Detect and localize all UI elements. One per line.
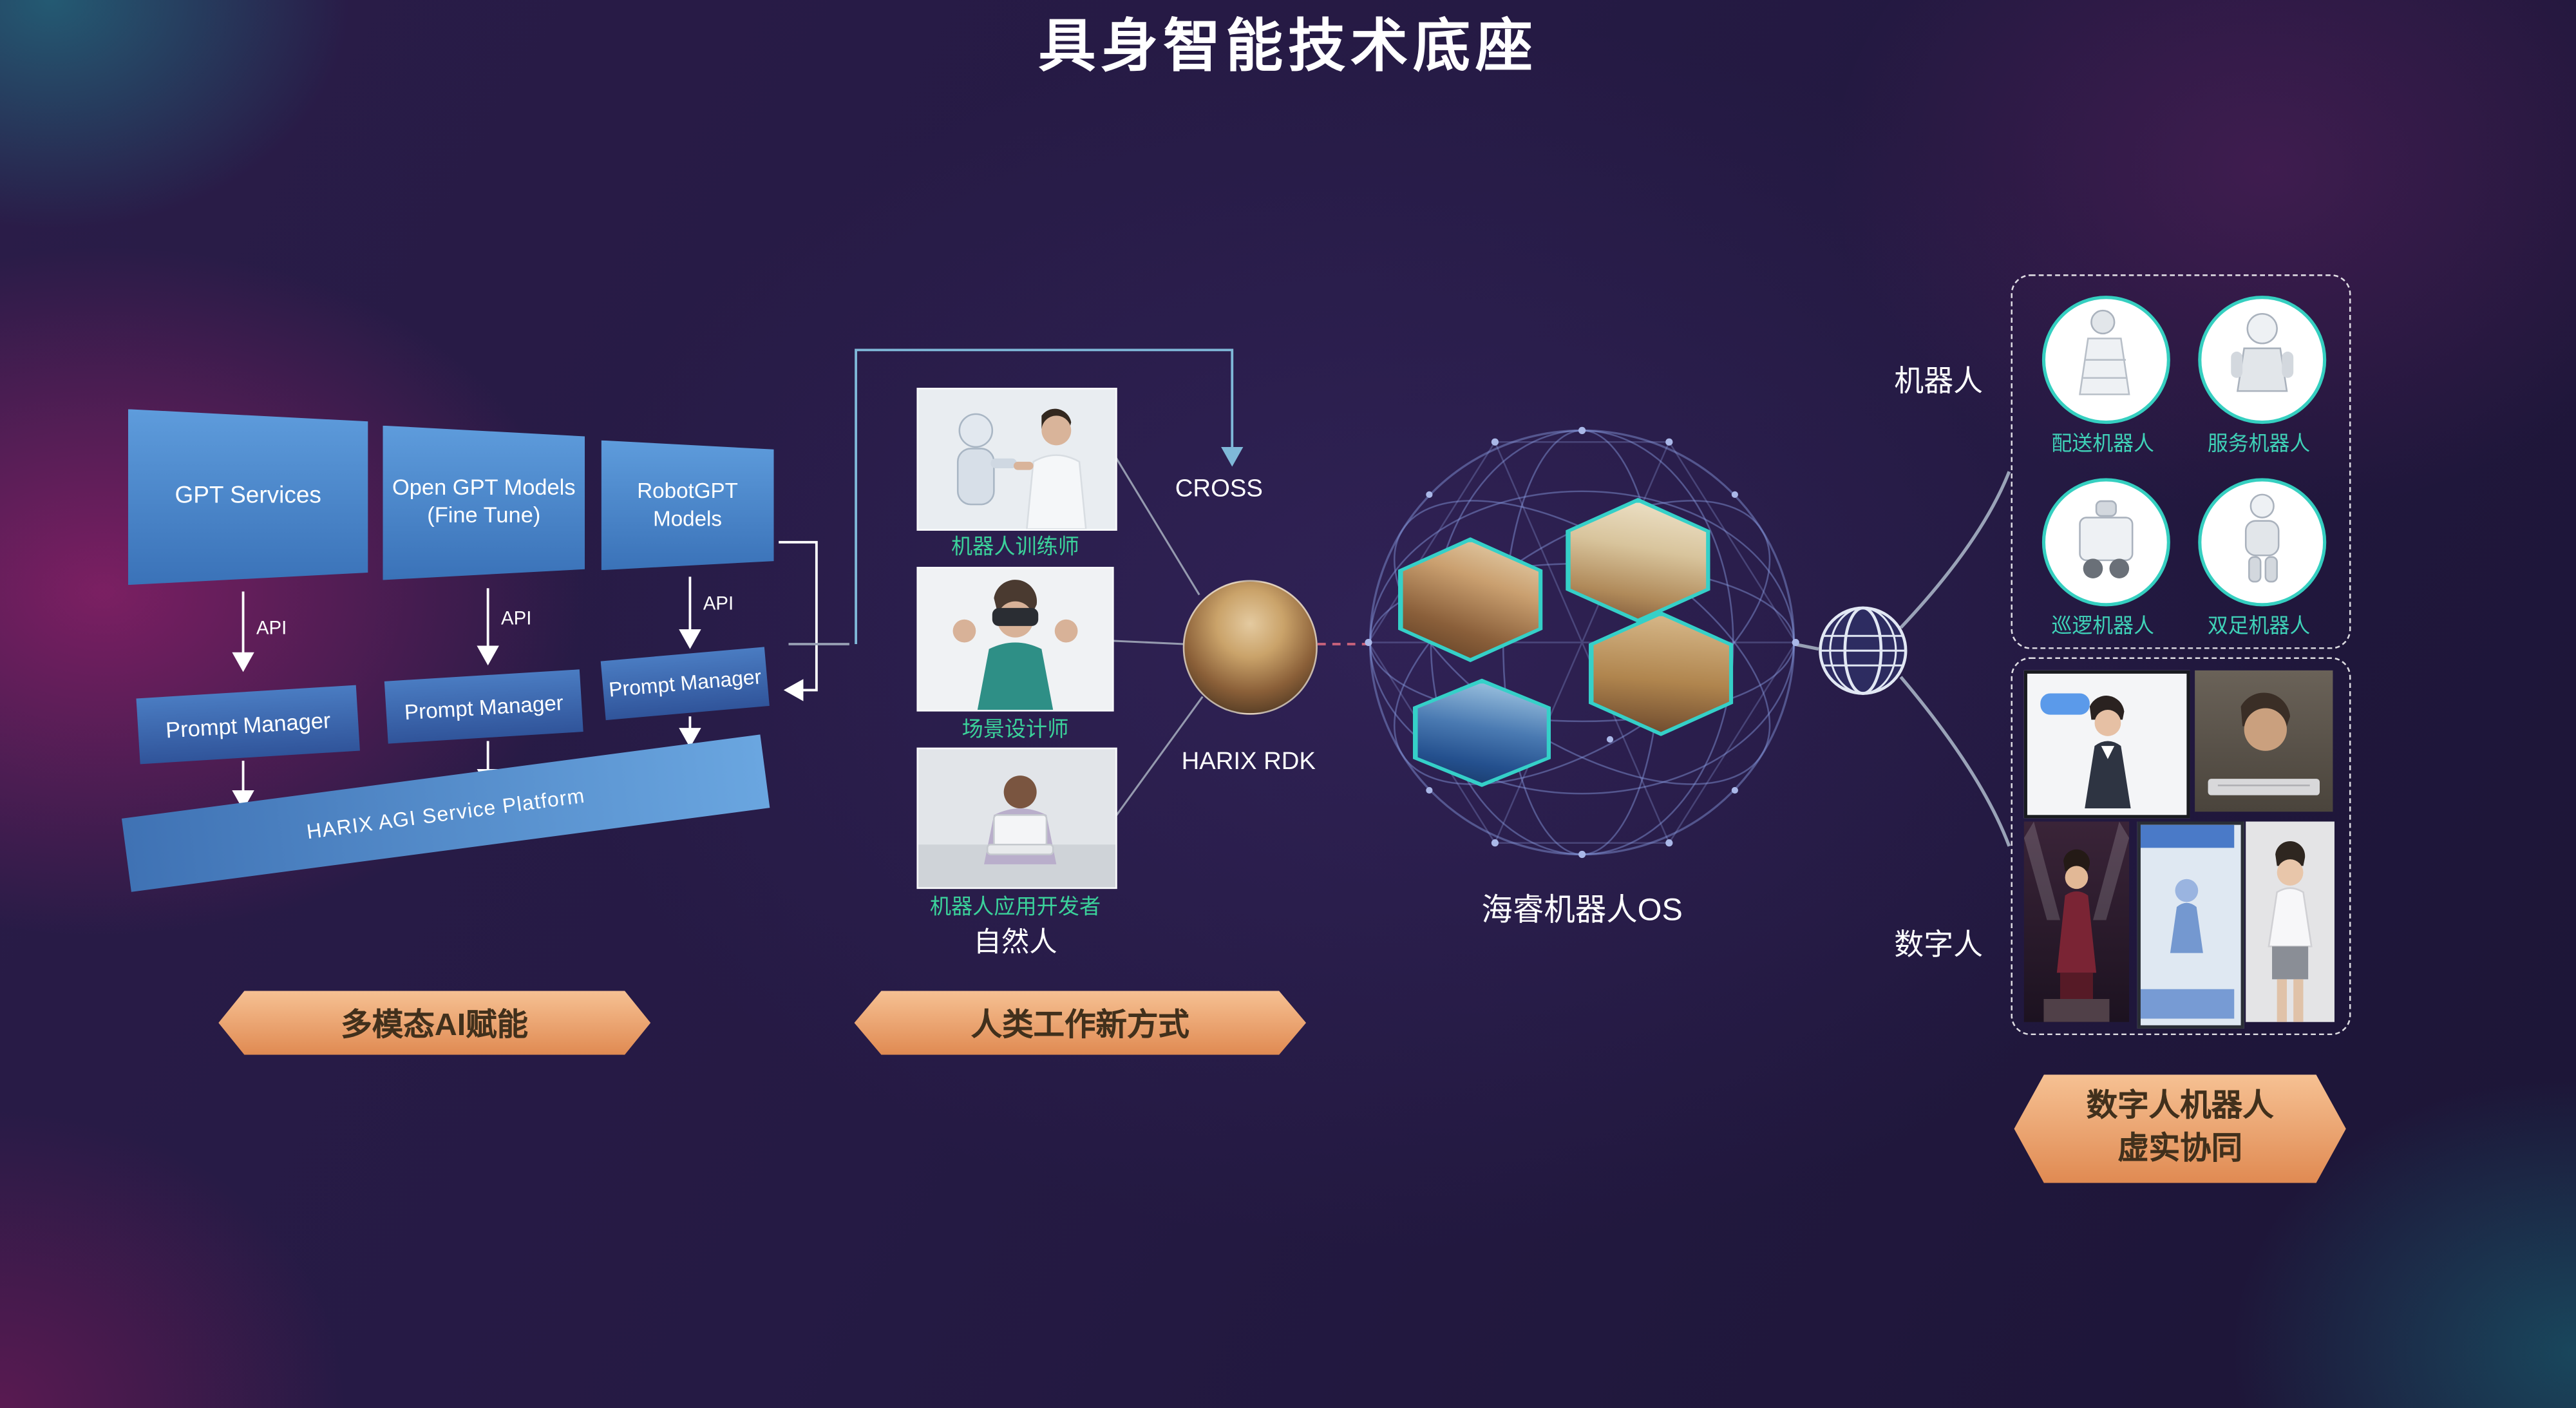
robot-caption-delivery: 配送机器人 (2051, 432, 2154, 455)
banner-new-work-style: 人类工作新方式 (854, 991, 1307, 1055)
robot-caption-biped: 双足机器人 (2207, 614, 2311, 638)
digital-human-hostess-image (2023, 821, 2130, 1022)
prompt-manager-label-1: Prompt Manager (165, 707, 332, 742)
photo-app-developer (916, 747, 1117, 890)
robotgpt-models-box: RobotGPT Models (601, 440, 774, 571)
photo-scene-designer (916, 567, 1114, 712)
harix-os-label: 海睿机器人OS (1481, 893, 1683, 929)
digital-humans-panel (2011, 657, 2351, 1036)
page-title: 具身智能技术底座 (1038, 14, 1538, 79)
harix-rdk-label: HARIX RDK (1181, 747, 1316, 776)
scene-designer-illustration (918, 568, 1113, 710)
open-gpt-models-label: Open GPT Models (Fine Tune) (392, 475, 576, 528)
delivery-robot-icon (2041, 296, 2170, 424)
patrol-robot-icon (2041, 478, 2170, 607)
robotgpt-models-label: RobotGPT Models (637, 478, 738, 530)
banner-virtual-real-collaboration-label: 数字人机器人 虚实协同 (2086, 1090, 2274, 1167)
banner-new-work-style-label: 人类工作新方式 (971, 1009, 1189, 1043)
photo-robot-trainer (916, 388, 1117, 531)
prompt-manager-label-2: Prompt Manager (403, 689, 564, 724)
harix-agi-platform-label: HARIX AGI Service Platform (305, 783, 587, 843)
robot-caption-service: 服务机器人 (2207, 432, 2311, 455)
network-sphere-icon (1365, 426, 1799, 859)
prompt-manager-box-1: Prompt Manager (136, 685, 360, 765)
open-gpt-models-box: Open GPT Models (Fine Tune) (383, 425, 585, 580)
biped-robot-icon (2198, 478, 2327, 607)
gpt-services-label: GPT Services (175, 484, 321, 510)
natural-human-label: 自然人 (973, 926, 1057, 958)
prompt-manager-box-2: Prompt Manager (384, 669, 583, 744)
globe-icon (1819, 606, 1908, 695)
app-developer-illustration (918, 749, 1116, 888)
digital-human-laptop-image (2195, 670, 2333, 812)
api-label-3: API (703, 595, 734, 615)
photo-caption-robot-trainer: 机器人训练师 (951, 534, 1080, 559)
banner-multimodal-ai-label: 多模态AI赋能 (341, 1009, 529, 1043)
robot-caption-patrol: 巡逻机器人 (2051, 614, 2154, 638)
digital-kiosk-display-image (2137, 821, 2244, 1029)
photo-caption-app-developer: 机器人应用开发者 (929, 893, 1101, 919)
prompt-manager-label-3: Prompt Manager (607, 665, 762, 702)
gpt-services-box: GPT Services (128, 409, 368, 585)
harix-rdk-panorama-icon (1182, 580, 1318, 715)
banner-multimodal-ai: 多模态AI赋能 (218, 991, 651, 1055)
banner-virtual-real-collaboration: 数字人机器人 虚实协同 (2014, 1074, 2346, 1183)
cross-label: CROSS (1175, 475, 1263, 503)
robots-panel (2011, 274, 2351, 649)
photo-caption-scene-designer: 场景设计师 (961, 716, 1069, 741)
api-label-1: API (256, 619, 287, 640)
robots-group-label: 机器人 (1894, 365, 1984, 398)
service-robot-icon (2198, 296, 2327, 424)
digital-human-girl-image (2246, 821, 2334, 1022)
digital-humans-group-label: 数字人 (1894, 928, 1984, 962)
robot-trainer-illustration (918, 389, 1116, 529)
api-label-2: API (501, 609, 532, 630)
digital-human-presenter-image (2023, 670, 2190, 819)
